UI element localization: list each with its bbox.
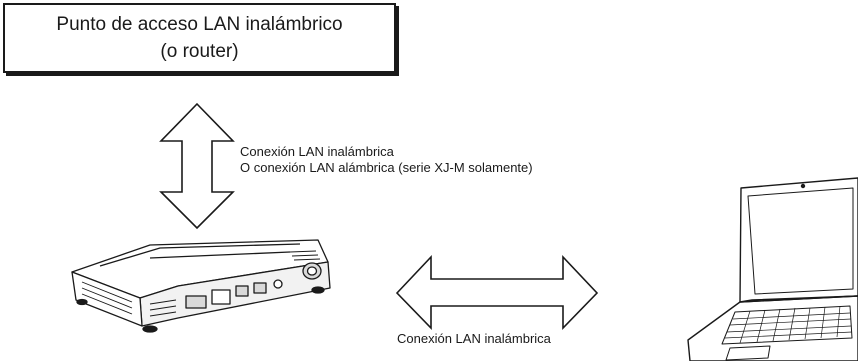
double-arrow-horizontal <box>395 254 599 330</box>
projector-icon <box>71 239 331 333</box>
link-label-projector-ap-line2: O conexión LAN alámbrica (serie XJ-M sol… <box>240 160 533 175</box>
laptop-icon <box>687 177 858 361</box>
access-point-box: Punto de acceso LAN inalámbrico (o route… <box>3 3 396 73</box>
link-label-projector-ap: Conexión LAN inalámbrica O conexión LAN … <box>240 144 533 176</box>
access-point-label-line2: (o router) <box>160 41 239 62</box>
double-arrow-vertical <box>159 102 235 230</box>
access-point-label-line1: Punto de acceso LAN inalámbrico <box>56 14 343 35</box>
link-label-projector-pc: Conexión LAN inalámbrica <box>397 331 551 346</box>
link-label-projector-ap-line1: Conexión LAN inalámbrica <box>240 144 394 159</box>
